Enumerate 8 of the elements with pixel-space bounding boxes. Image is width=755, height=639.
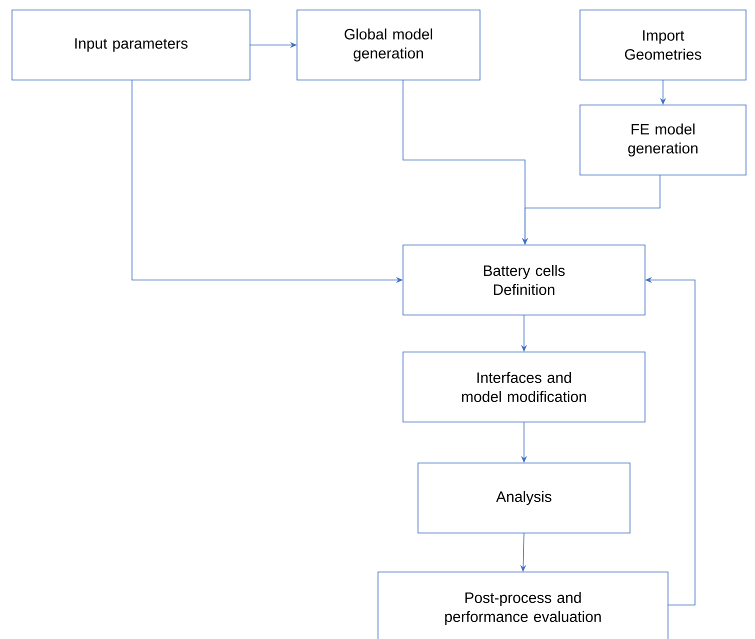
process-box: FE model generation: [580, 104, 746, 176]
process-box: Analysis: [418, 462, 630, 534]
process-box: Post-process and performance evaluation: [378, 572, 668, 639]
process-box: Import Geometries: [580, 10, 746, 80]
process-box: Battery cells Definition: [402, 244, 646, 316]
process-box: Global model generation: [296, 10, 480, 80]
process-box: Input parameters: [12, 10, 250, 80]
process-box: Interfaces and model modification: [402, 352, 646, 422]
